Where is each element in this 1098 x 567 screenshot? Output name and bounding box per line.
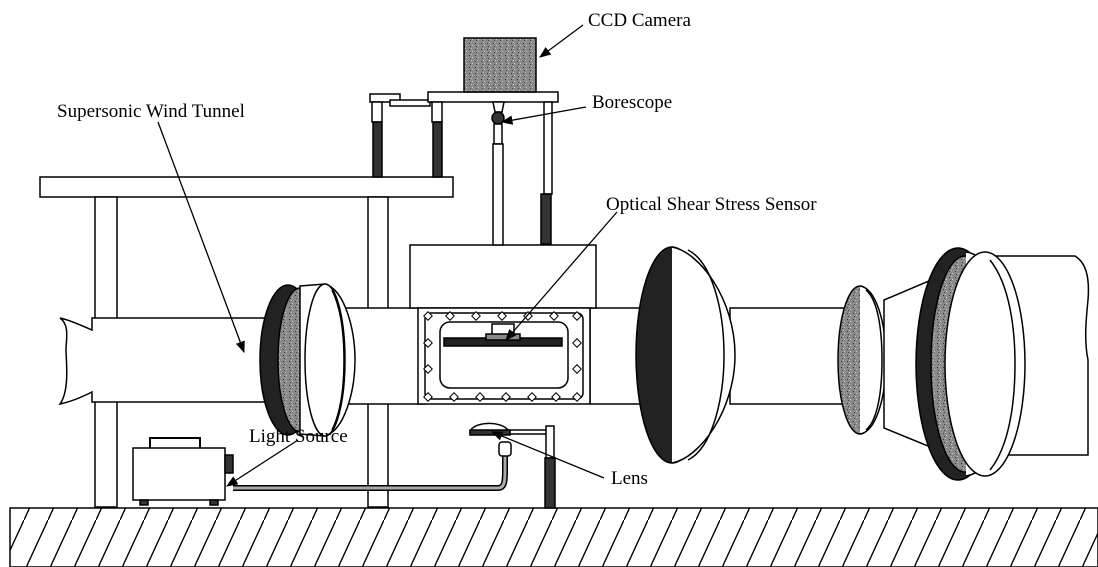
floor [9, 507, 1098, 567]
tunnel-pipe [58, 307, 846, 406]
arrow-lens [490, 431, 605, 479]
diffuser [883, 247, 1090, 481]
camera-platform [369, 37, 559, 246]
label-supersonic-wind-tunnel: Supersonic Wind Tunnel [57, 101, 245, 122]
borescope [491, 101, 505, 246]
test-section [409, 244, 597, 405]
label-lens: Lens [611, 468, 648, 489]
arrow-supersonic-wind-tunnel [157, 121, 245, 354]
flange-right [837, 285, 887, 435]
flange-middle [635, 246, 736, 464]
label-borescope: Borescope [592, 92, 672, 113]
arrow-light-source [226, 439, 299, 487]
lens-assembly [469, 422, 556, 509]
light-source [132, 437, 512, 506]
arrow-optical-shear-stress-sensor [505, 211, 618, 341]
flange-left [259, 283, 356, 437]
arrow-borescope [500, 106, 587, 125]
label-optical-shear-stress-sensor: Optical Shear Stress Sensor [606, 194, 817, 215]
arrow-ccd-camera [539, 24, 584, 58]
label-ccd-camera: CCD Camera [588, 10, 691, 31]
leader-arrows [157, 24, 618, 487]
label-light-source: Light Source [249, 426, 348, 447]
